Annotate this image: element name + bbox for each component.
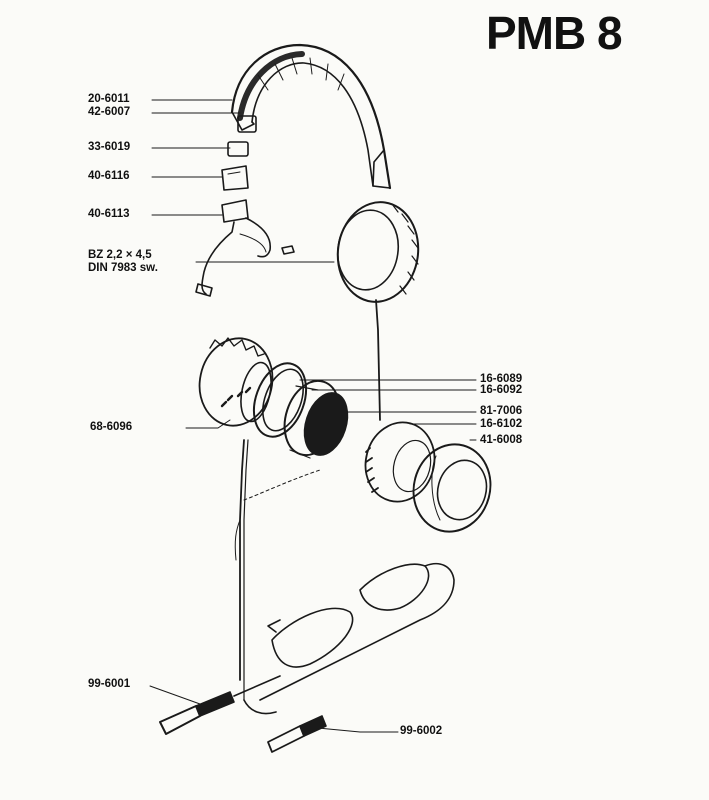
grill bbox=[364, 421, 436, 503]
transducer bbox=[283, 379, 349, 459]
housing bbox=[198, 337, 274, 427]
leader-lines bbox=[149, 99, 477, 733]
part-label-33-6019: 33-6019 bbox=[88, 141, 131, 153]
model-title: PMB 8 bbox=[486, 7, 623, 59]
part-label-16-6102: 16-6102 bbox=[480, 418, 523, 430]
part-label-99-6001: 99-6001 bbox=[88, 678, 131, 690]
headband bbox=[230, 43, 392, 190]
part-label-42-6007: 42-6007 bbox=[88, 106, 131, 118]
yoke bbox=[195, 199, 295, 297]
part-label-41-6008: 41-6008 bbox=[480, 434, 523, 446]
assembled-earcup bbox=[336, 201, 420, 421]
part-label-20-6011: 20-6011 bbox=[88, 93, 130, 105]
part-label-40-6113: 40-6113 bbox=[88, 208, 130, 220]
part-label-40-6116: 40-6116 bbox=[88, 170, 130, 182]
plug-assembly bbox=[159, 562, 455, 753]
part-label-81-7006: 81-7006 bbox=[480, 405, 523, 417]
part-label-68-6096: 68-6096 bbox=[90, 421, 133, 433]
cable bbox=[234, 439, 321, 701]
part-label-16-6092: 16-6092 bbox=[480, 384, 523, 396]
ring bbox=[252, 362, 308, 438]
slider-parts bbox=[221, 115, 257, 191]
ear-cushion bbox=[412, 443, 492, 533]
screw-label-line1: BZ 2,2 × 4,5 bbox=[88, 249, 152, 261]
part-label-99-6002: 99-6002 bbox=[400, 725, 443, 737]
screw-label-line2: DIN 7983 sw. bbox=[88, 262, 158, 274]
part-label-16-6089: 16-6089 bbox=[480, 373, 523, 385]
